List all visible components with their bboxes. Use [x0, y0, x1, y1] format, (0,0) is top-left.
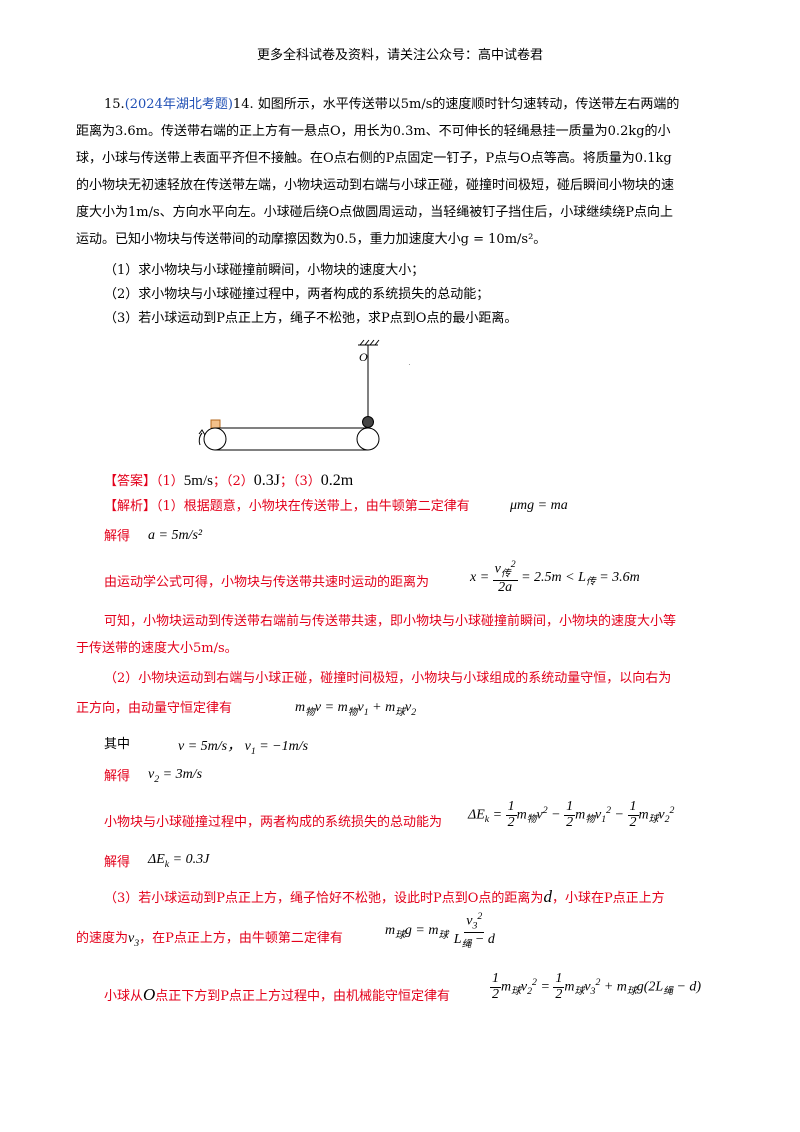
page-header: 更多全科试卷及资料，请关注公众号：高中试卷君: [256, 48, 543, 63]
block: [210, 419, 221, 429]
label-p: P: [408, 354, 410, 368]
ball: [362, 416, 374, 428]
question-line-1: 15.(2024年湖北考题)14. 如图所示，水平传送带以5m/s的速度顺时针匀…: [104, 97, 680, 112]
analysis-line-10: 小物块与小球碰撞过程中，两者构成的系统损失的总动能为: [104, 815, 443, 830]
answer-line: 【答案】（1）5m/s；（2）0.3J；（3）0.2m: [104, 472, 354, 489]
conveyor-figure: O P: [198, 339, 410, 451]
label-o: O: [359, 350, 368, 364]
conveyor-belt: [203, 427, 380, 451]
analysis-line-4: 可知，小物块运动到传送带右端前与传送带共速，即小物块与小球碰撞前瞬间，小物块的速…: [104, 614, 677, 629]
question-part-1: （1）求小物块与小球碰撞前瞬间，小物块的速度大小；: [104, 263, 425, 278]
question-part-3: （3）若小球运动到P点正上方，绳子不松弛，求P点到O点的最小距离。: [104, 311, 518, 326]
question-line-2: 距离为3.6m。传送带右端的正上方有一悬点O，用长为0.3m、不可伸长的轻绳悬挂…: [76, 124, 671, 139]
analysis-line-3: 由运动学公式可得，小物块与传送带共速时运动的距离为: [104, 575, 430, 590]
eq-energy-result: ΔEk = 0.3J: [148, 852, 210, 870]
analysis-line-13: 的速度为v3，在P点正上方，由牛顿第二定律有: [76, 931, 343, 949]
eq-acceleration: a = 5m/s²: [148, 528, 203, 543]
analysis-solve-2: 解得: [104, 769, 131, 784]
analysis-line-5: 于传送带的速度大小5m/s。: [76, 641, 238, 656]
analysis-line-1: 【解析】（1）根据题意，小物块在传送带上，由牛顿第二定律有: [104, 499, 470, 514]
question-line-6: 运动。已知小物块与传送带间的动摩擦因数为0.5，重力加速度大小g = 10m/s…: [76, 232, 547, 247]
eq-newton: μmg = ma: [510, 498, 568, 513]
question-number: 15.: [104, 97, 125, 112]
question-line-5: 度大小为1m/s、方向水平向左。小球碰后绕O点做圆周运动，当轻绳被钉子挡住后，小…: [76, 205, 674, 220]
analysis-line-12: （3）若小球运动到P点正上方，绳子恰好不松弛，设此时P点到O点的距离为d，小球在…: [104, 887, 665, 906]
rotation-arrow: [198, 432, 203, 446]
question-part-2: （2）求小物块与小球碰撞过程中，两者构成的系统损失的总动能；: [104, 287, 490, 302]
eq-v2: v2 = 3m/s: [148, 767, 203, 785]
question-source: (2024年湖北考题): [124, 97, 233, 112]
analysis-solve-1: 解得: [104, 529, 131, 544]
analysis-solve-3: 解得: [104, 855, 131, 870]
eq-given-velocities: v = 5m/s， v1 = −1m/s: [178, 739, 309, 757]
analysis-line-8: 其中: [104, 737, 131, 752]
question-line-3: 球，小球与传送带上表面平齐但不接触。在O点右侧的P点固定一钉子，P点与O点等高。…: [76, 151, 672, 166]
analysis-line-7: 正方向，由动量守恒定律有: [76, 701, 233, 716]
analysis-line-6: （2）小物块运动到右端与小球正碰，碰撞时间极短，小物块与小球组成的系统动量守恒，…: [104, 671, 672, 686]
question-line-4: 的小物块无初速轻放在传送带左端，小物块运动到右端与小球正碰，碰撞时间极短，碰后瞬…: [76, 178, 675, 193]
eq-momentum: m物v = m物v1 + m球v2: [295, 700, 417, 718]
analysis-line-14: 小球从O点正下方到P点正上方过程中，由机械能守恒定律有: [104, 985, 451, 1004]
